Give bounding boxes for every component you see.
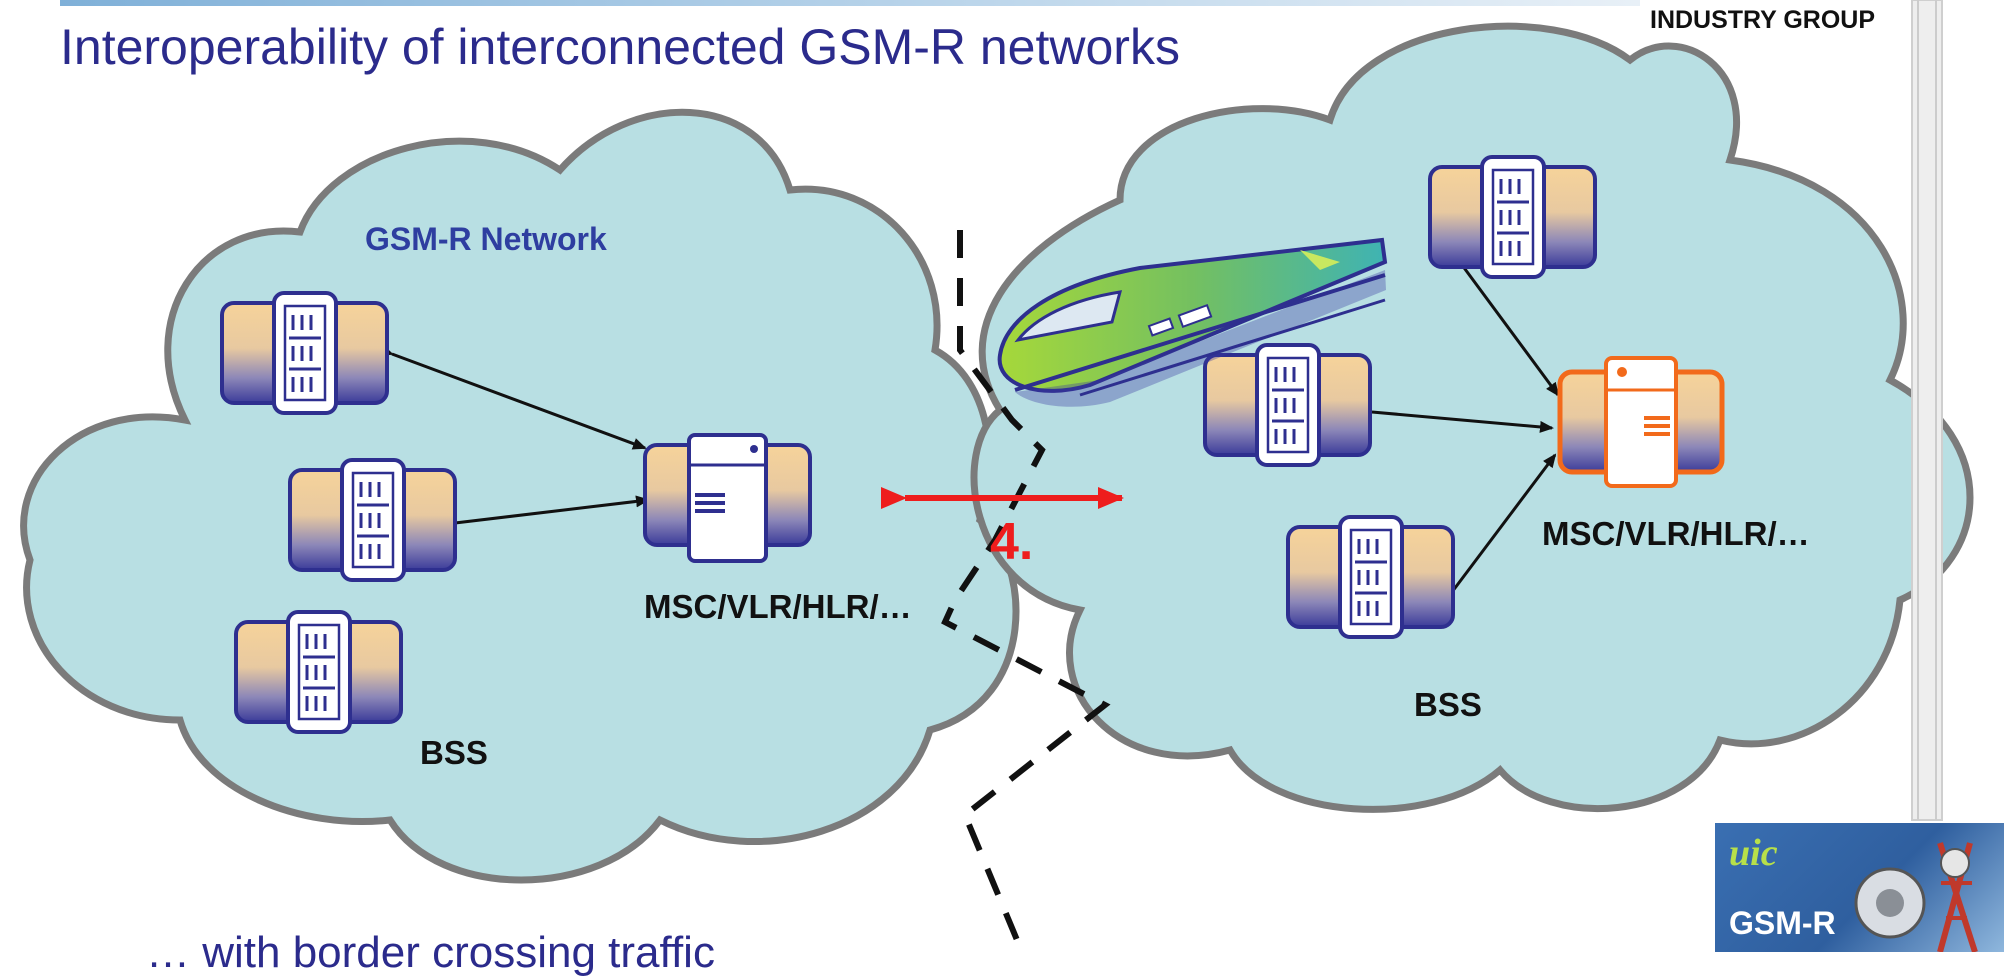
- left-link-bss2: [442, 495, 650, 531]
- logo-product: GSM-R: [1729, 905, 1836, 941]
- left-link-bss1: [378, 344, 647, 450]
- border-line: [941, 230, 1111, 952]
- right-link-bss-mid: [1359, 404, 1554, 433]
- train-icon: [997, 237, 1388, 407]
- top-accent-bar: [60, 0, 1640, 6]
- left-network-label: GSM-R Network: [365, 221, 607, 257]
- uic-gsmr-logo: uic GSM-R: [1715, 823, 2004, 952]
- left-msc-server: [643, 433, 812, 563]
- logo-brand: uic: [1729, 832, 1778, 874]
- right-link-bss-bottom: [1439, 453, 1557, 606]
- antenna-tower-icon: [1854, 842, 1978, 952]
- right-bss-server-bottom: [1286, 515, 1455, 639]
- right-msc-server: [1557, 356, 1725, 488]
- right-link-bss-top: [1450, 251, 1560, 397]
- right-bss-server-mid: [1203, 343, 1372, 467]
- left-bss-server-1: [220, 291, 389, 415]
- left-bss-server-2: [288, 458, 457, 582]
- interface-number: 4.: [990, 513, 1034, 571]
- right-core-label: MSC/VLR/HLR/…: [1542, 515, 1810, 552]
- left-bss-label: BSS: [420, 734, 488, 771]
- subtitle: … with border crossing traffic: [146, 928, 715, 977]
- rail-decoration: [1911, 0, 1943, 821]
- industry-group-label: INDUSTRY GROUP: [1650, 6, 1876, 34]
- left-core-label: MSC/VLR/HLR/…: [644, 588, 912, 625]
- slide-title: Interoperability of interconnected GSM-R…: [60, 19, 1180, 75]
- left-bss-server-3: [234, 610, 403, 734]
- network-diagram: [20, 0, 1974, 952]
- right-bss-server-top: [1428, 155, 1597, 279]
- right-bss-label: BSS: [1414, 686, 1482, 723]
